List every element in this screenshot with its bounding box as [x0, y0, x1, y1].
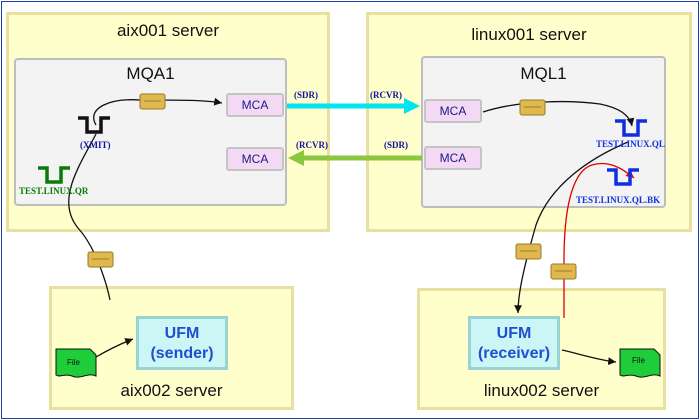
label-sdr-top: (SDR)	[294, 90, 318, 100]
file-icon-sender	[55, 348, 97, 378]
linux001-server-title: linux001 server	[471, 25, 587, 44]
flow-mca-to-local-queue	[482, 100, 635, 127]
remote-queue-icon	[38, 166, 70, 184]
queue-manager-mql1-title: MQL1	[520, 64, 567, 83]
label-local-queue: TEST.LINUX.QL	[596, 139, 665, 149]
aix001-server-title: aix001 server	[116, 21, 220, 40]
ufm-receiver-box: UFM (receiver)	[468, 316, 560, 370]
backup-queue-icon	[607, 168, 639, 186]
file-label-receiver: File	[632, 356, 645, 365]
label-sdr-bottom: (SDR)	[384, 140, 408, 150]
flow-queue-to-receiver	[514, 141, 629, 314]
label-backup-queue: TEST.LINUX.QL.BK	[576, 195, 661, 205]
file-icon-receiver	[619, 348, 661, 378]
file-label-sender: File	[67, 358, 80, 367]
mca-receiver-left: MCA	[226, 147, 284, 171]
message-icon-to-mqa1	[87, 251, 114, 268]
flow-file-to-sender	[95, 338, 134, 358]
ufm-sender-box: UFM (sender)	[136, 316, 228, 370]
mca-sender-left: MCA	[226, 93, 284, 117]
flow-sender-to-queue	[68, 133, 111, 301]
aix002-server-title: aix002 server	[120, 381, 223, 400]
ufm-receiver-role: (receiver)	[477, 345, 551, 362]
sdr-channel-arrow	[287, 98, 420, 114]
message-icon-backout	[550, 263, 577, 280]
label-xmit-queue: (XMIT)	[80, 140, 111, 150]
label-rcvr-bottom: (RCVR)	[296, 140, 328, 150]
rcvr-channel-arrow	[288, 150, 422, 166]
flow-receiver-to-file	[561, 349, 617, 366]
label-remote-queue: TEST.LINUX.QR	[19, 186, 89, 196]
mca-receiver-right: MCA	[424, 99, 482, 123]
xmit-queue-icon	[78, 116, 110, 134]
backout-path	[563, 162, 635, 318]
mca-sender-right: MCA	[424, 146, 482, 170]
local-queue-icon	[615, 119, 647, 137]
ufm-sender-name: UFM	[164, 325, 200, 342]
ufm-receiver-name: UFM	[496, 325, 532, 342]
queue-manager-mqa1-title: MQA1	[126, 64, 175, 83]
message-icon-mql1	[519, 99, 546, 116]
ufm-sender-role: (sender)	[150, 345, 214, 362]
linux002-server-title: linux002 server	[483, 381, 600, 400]
label-rcvr-top: (RCVR)	[370, 90, 402, 100]
message-icon-to-receiver	[515, 243, 542, 260]
message-icon-mqa1	[139, 93, 166, 110]
